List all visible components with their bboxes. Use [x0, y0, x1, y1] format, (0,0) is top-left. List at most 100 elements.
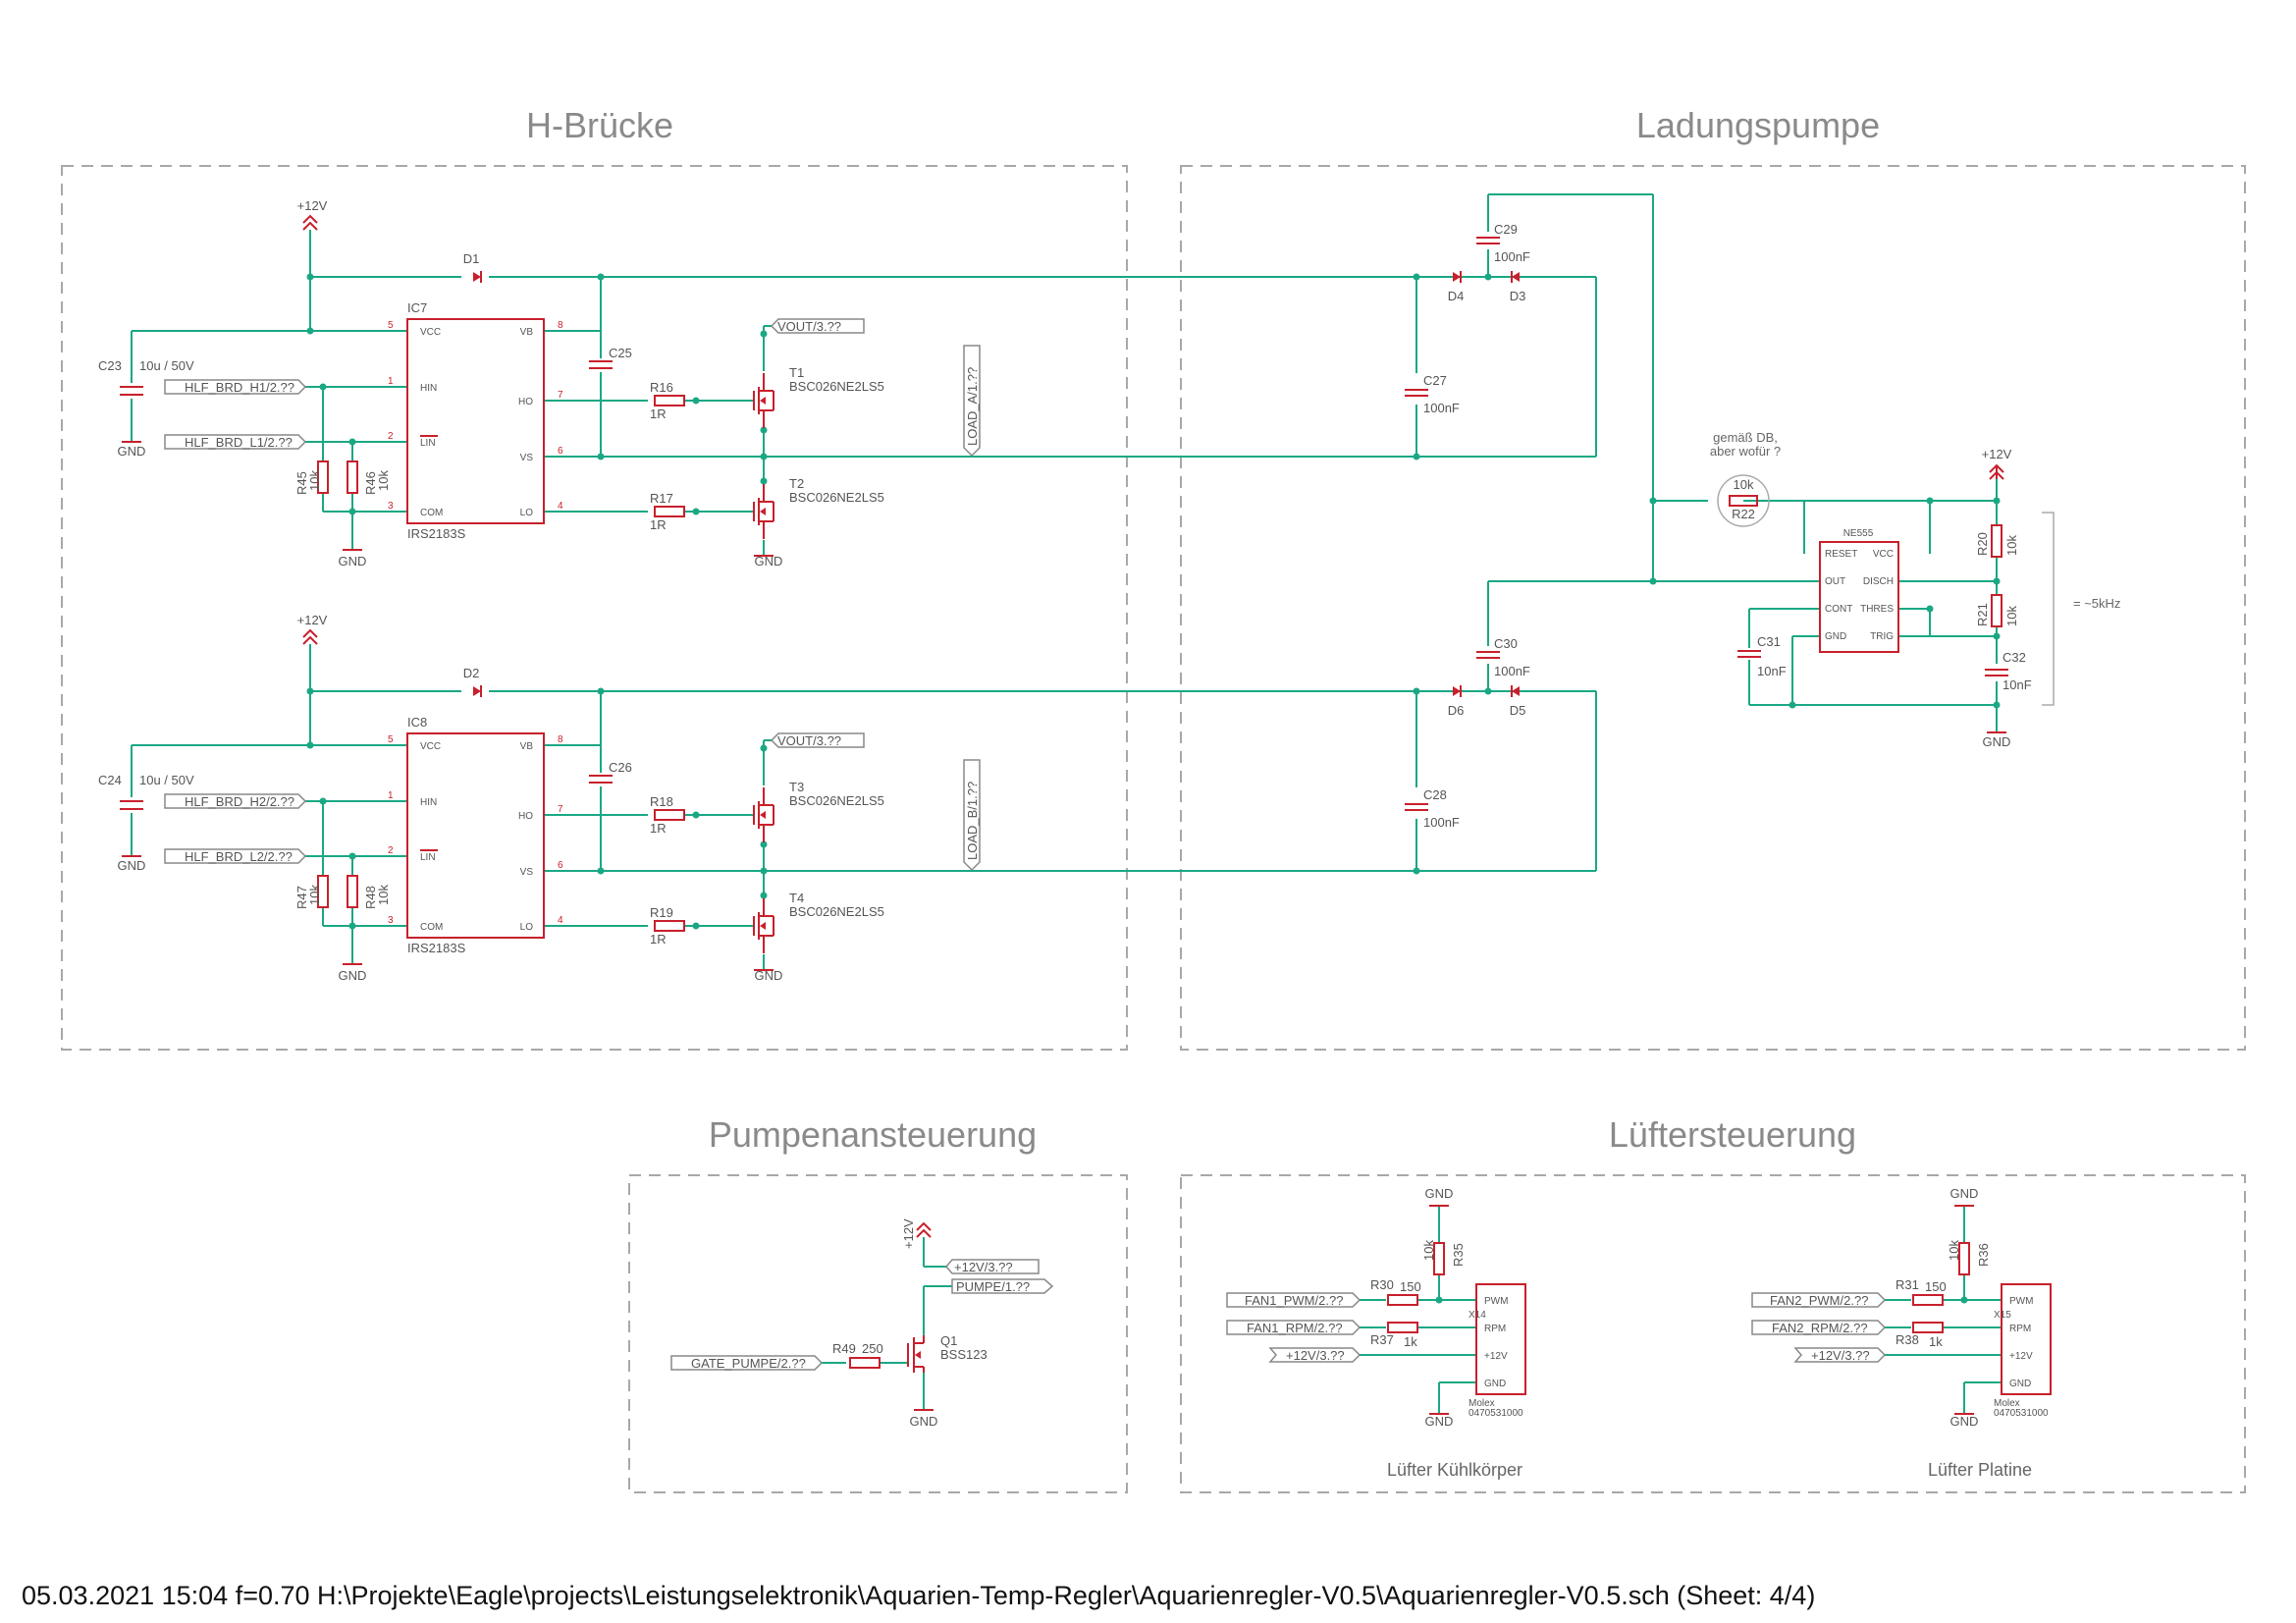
- d6-label: D6: [1448, 703, 1465, 718]
- ic-type: IRS2183S: [407, 941, 466, 955]
- pump-control-circuit: +12V +12V/3.?? PUMPE/1.?? GATE_PUMPE/2.?…: [670, 1218, 1054, 1429]
- ic-pin-name: VB: [520, 327, 534, 338]
- gnd-label: GND: [118, 444, 146, 459]
- fan-caption: Lüfter Kühlkörper: [1387, 1460, 1522, 1480]
- gnd-top-label: GND: [1425, 1186, 1454, 1201]
- junction-dot: [1435, 1296, 1443, 1304]
- fet-arrow: [760, 397, 766, 405]
- resistor-body: [1912, 1322, 1944, 1333]
- supply-arrow: [302, 221, 318, 231]
- connector-pin: RPM: [2009, 1324, 2031, 1334]
- resistor-body: [317, 460, 329, 494]
- ic-pin-num: 5: [388, 320, 394, 331]
- ic-pin-name: HO: [518, 397, 533, 407]
- ic-pin-num: 1: [388, 790, 394, 801]
- ic-pin-num: 3: [388, 915, 394, 926]
- c28-label: C28: [1423, 787, 1447, 802]
- ic-pin-name: HO: [518, 811, 533, 822]
- r-pwm-value: 150: [1925, 1279, 1947, 1294]
- r-pwm-label: R31: [1896, 1277, 1919, 1292]
- title-h-bridge: H-Brücke: [526, 105, 673, 145]
- c27-value: 100nF: [1423, 401, 1460, 415]
- fet-type: BSC026NE2LS5: [789, 490, 884, 505]
- resistor-body: [654, 395, 685, 406]
- ne555-pin-gnd: GND: [1825, 631, 1846, 642]
- supply-symbol: +12V: [297, 613, 328, 645]
- junction-dot: [760, 453, 768, 460]
- cap-in-label: C24: [98, 773, 122, 787]
- diode-symbol: [473, 272, 481, 282]
- ne555-pin-cont: CONT: [1825, 604, 1852, 615]
- fan-connector: [2001, 1283, 2052, 1395]
- fet-type: BSC026NE2LS5: [789, 379, 884, 394]
- cap-in-value: 10u / 50V: [139, 773, 194, 787]
- diode-label: D2: [463, 666, 480, 680]
- junction-dot: [760, 892, 768, 899]
- ne555-pin-out: OUT: [1825, 576, 1845, 587]
- resistor-body: [654, 920, 685, 932]
- pump-supply-symbol: +12V: [901, 1218, 932, 1249]
- title-pump-control: Pumpenansteuerung: [709, 1114, 1037, 1155]
- supply-label: +12V: [297, 613, 328, 627]
- c30-label: C30: [1494, 636, 1518, 651]
- r-hi-value: 1R: [650, 821, 667, 836]
- gnd-bot-label: GND: [1425, 1414, 1454, 1429]
- r22-label: R22: [1732, 507, 1755, 521]
- net-12v-label: +12V/3.??: [954, 1260, 1013, 1274]
- junction-dot: [760, 426, 768, 434]
- fet-arrow: [760, 922, 766, 930]
- connector-mfr: Molex: [1468, 1398, 1495, 1409]
- ic-pin-name: VS: [520, 867, 534, 878]
- gnd-label: GND: [755, 554, 783, 568]
- r22-value: 10k: [1734, 477, 1754, 492]
- ic-pin-name: LIN: [420, 852, 436, 863]
- ic-pin-name: COM: [420, 508, 443, 518]
- resistor-body: [347, 460, 358, 494]
- r21-label: R21: [1975, 603, 1990, 626]
- gnd-top-label: GND: [1950, 1186, 1979, 1201]
- resistor-body: [654, 506, 685, 517]
- diode-label: D1: [463, 251, 480, 266]
- net-gate-label: GATE_PUMPE/2.??: [691, 1356, 806, 1371]
- connector-mfr: Molex: [1994, 1398, 2020, 1409]
- r-lo-label: R19: [650, 905, 673, 920]
- ne555-pin-vcc: VCC: [1873, 549, 1894, 560]
- r-pwm-value: 150: [1400, 1279, 1421, 1294]
- connector-label: X14: [1468, 1310, 1486, 1321]
- resistor-body: [1958, 1242, 1970, 1275]
- r-a-label: R45: [294, 471, 309, 495]
- sheet-footer: 05.03.2021 15:04 f=0.70 H:\Projekte\Eagl…: [22, 1581, 1815, 1610]
- net-vout: VOUT/3.??: [777, 319, 841, 334]
- junction-dot: [692, 922, 700, 930]
- r-lo-label: R17: [650, 491, 673, 506]
- fet-label: T1: [789, 365, 804, 380]
- r-lo-value: 1R: [650, 932, 667, 947]
- frame-charge-pump: [1180, 165, 2246, 1051]
- net-flag: [164, 848, 307, 864]
- junction-dot: [597, 867, 605, 875]
- junction-dot: [692, 811, 700, 819]
- ic-pin-name: HIN: [420, 797, 437, 808]
- c29-value: 100nF: [1494, 249, 1530, 264]
- net-flag: [770, 318, 865, 334]
- r-rpm-label: R37: [1370, 1332, 1394, 1347]
- r21-value: 10k: [2004, 606, 2019, 626]
- ic-pin-num: 4: [558, 915, 563, 926]
- frame-pump-control: [628, 1174, 1128, 1493]
- connector-label: X15: [1994, 1310, 2011, 1321]
- junction-dot: [1960, 1296, 1968, 1304]
- r-rpm-label: R38: [1896, 1332, 1919, 1347]
- ne555-label: NE555: [1843, 528, 1874, 539]
- junction-dot: [306, 741, 314, 749]
- fet-arrow: [760, 811, 766, 819]
- ic-pin-num: 3: [388, 501, 394, 512]
- ic-pin-num: 2: [388, 431, 394, 442]
- resistor-body: [317, 875, 329, 908]
- junction-dot: [760, 330, 768, 338]
- net-flag: [963, 345, 981, 458]
- q1-type: BSS123: [940, 1347, 988, 1362]
- resistor-body: [1387, 1322, 1418, 1333]
- supply-arrow: [302, 214, 318, 224]
